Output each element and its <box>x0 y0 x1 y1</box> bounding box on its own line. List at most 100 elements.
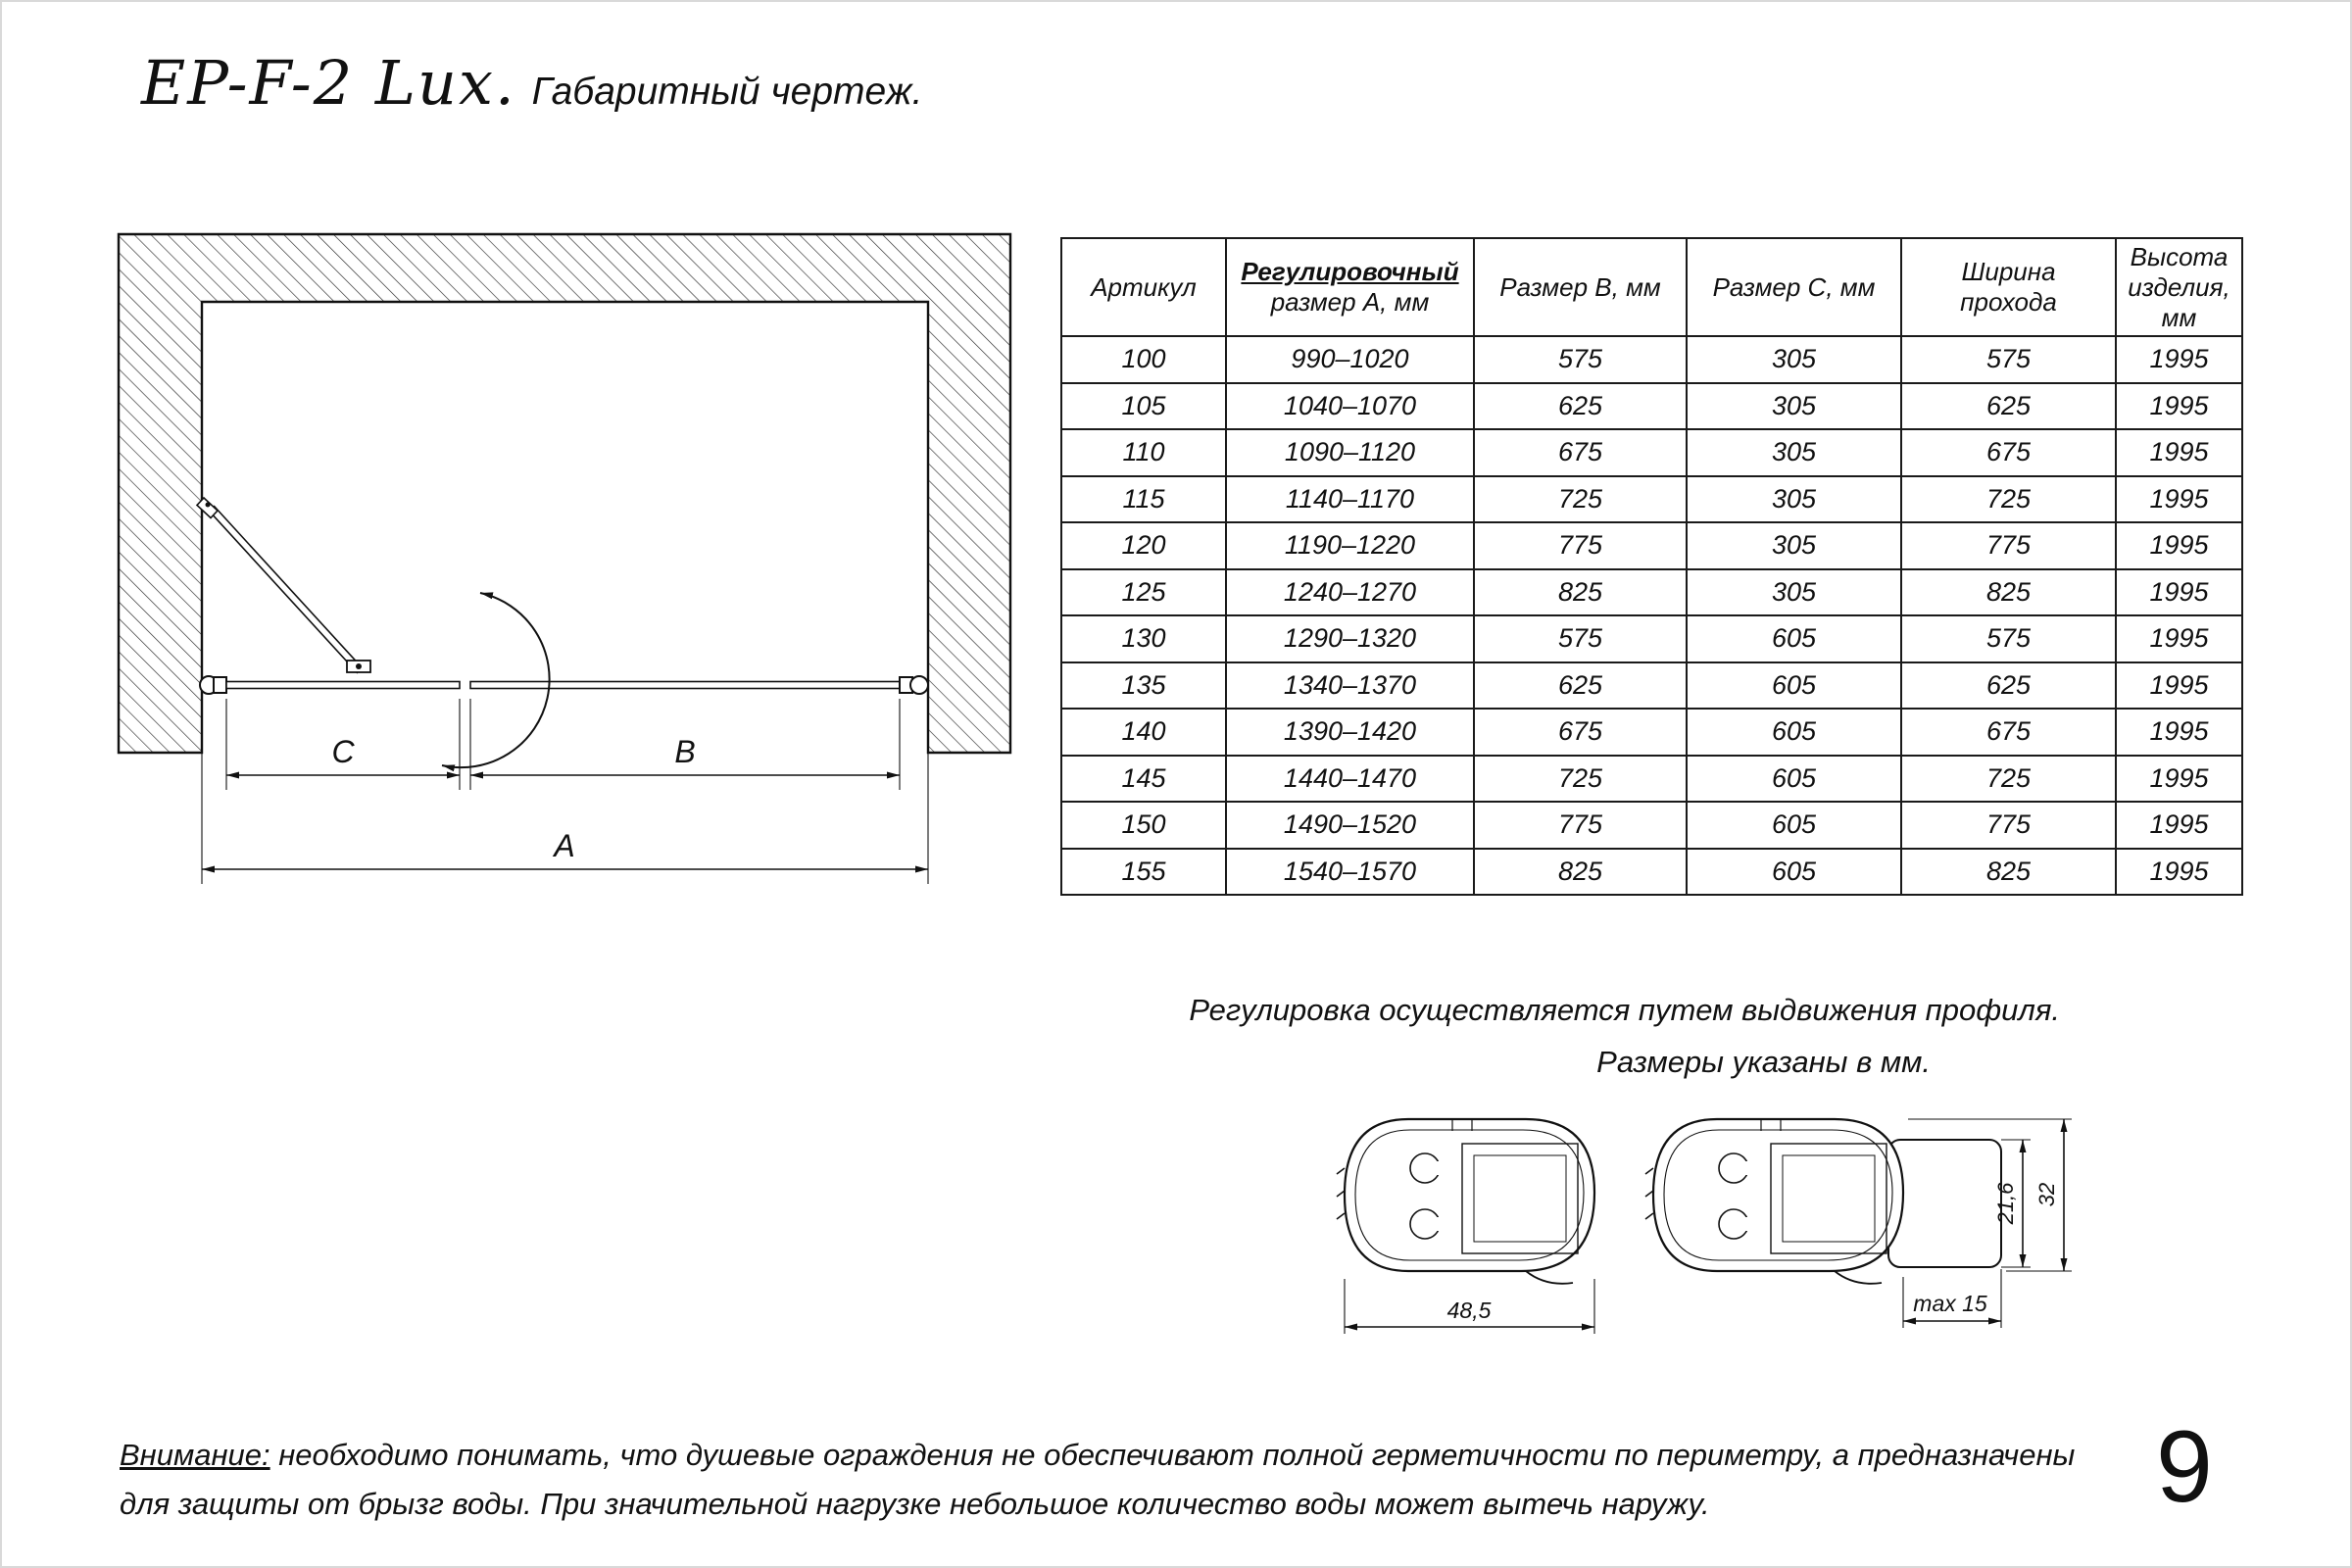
table-cell: 305 <box>1686 335 1902 384</box>
table-cell: 775 <box>1900 521 2117 570</box>
note-units: Размеры указаны в мм. <box>1596 1044 1931 1079</box>
right-wall-hinge <box>909 675 929 695</box>
table-cell: 1040–1070 <box>1225 381 1475 430</box>
door-panel-b <box>469 680 901 690</box>
table-cell: 675 <box>1900 708 2117 757</box>
col-header-size-b: Размер В, мм <box>1473 237 1688 337</box>
col-header-product-height: Высота изделия, мм <box>2115 237 2243 337</box>
table-cell: 305 <box>1686 381 1902 430</box>
table-cell: 130 <box>1060 614 1227 663</box>
note-adjustment: Регулировка осуществляется путем выдвиже… <box>1189 993 2060 1027</box>
table-cell: 775 <box>1900 801 2117 850</box>
table-cell: 1540–1570 <box>1225 847 1475 896</box>
table-cell: 625 <box>1900 381 2117 430</box>
table-cell: 605 <box>1686 614 1902 663</box>
profile-outer-height-label: 32 <box>2034 1183 2059 1206</box>
table-cell: 825 <box>1900 567 2117 616</box>
table-cell: 625 <box>1473 661 1688 710</box>
table-cell: 1995 <box>2115 661 2243 710</box>
table-cell: 775 <box>1473 801 1688 850</box>
profile-width-label: 48,5 <box>1447 1298 1492 1323</box>
table-cell: 1240–1270 <box>1225 567 1475 616</box>
table-cell: 115 <box>1060 474 1227 523</box>
table-cell: 1390–1420 <box>1225 708 1475 757</box>
notes-block: Регулировка осуществляется путем выдвиже… <box>1178 988 2060 1085</box>
col-header-size-c: Размер С, мм <box>1686 237 1902 337</box>
table-cell: 605 <box>1686 847 1902 896</box>
table-cell: 145 <box>1060 754 1227 803</box>
warning-line-2: для защиты от брызг воды. При значительн… <box>120 1486 1710 1521</box>
table-cell: 605 <box>1686 754 1902 803</box>
left-wall-profile <box>213 676 227 694</box>
table-cell: 135 <box>1060 661 1227 710</box>
table-cell: 1995 <box>2115 521 2243 570</box>
table-cell: 1995 <box>2115 567 2243 616</box>
table-cell: 110 <box>1060 428 1227 477</box>
profile-width-dim <box>1344 1279 1595 1334</box>
table-cell: 605 <box>1686 801 1902 850</box>
profile-inner-height-label: 21,6 <box>1993 1182 2018 1226</box>
table-cell: 1440–1470 <box>1225 754 1475 803</box>
table-cell: 1340–1370 <box>1225 661 1475 710</box>
door-top-bracket <box>195 496 220 519</box>
dimension-lines <box>202 771 928 873</box>
table-cell: 725 <box>1473 754 1688 803</box>
open-door-panel <box>208 505 364 674</box>
table-cell: 1490–1520 <box>1225 801 1475 850</box>
hinge-pin <box>356 663 362 669</box>
table-cell: 625 <box>1473 381 1688 430</box>
table-cell: 675 <box>1473 428 1688 477</box>
profile-section-extended <box>1644 1117 1905 1285</box>
model-name: EP-F-2 Lux. <box>141 47 516 119</box>
table-cell: 725 <box>1900 754 2117 803</box>
table-cell: 825 <box>1473 847 1688 896</box>
table-cell: 1995 <box>2115 614 2243 663</box>
bracket-pin <box>205 502 211 508</box>
dim-label-c: C <box>331 734 355 769</box>
table-cell: 1290–1320 <box>1225 614 1475 663</box>
table-cell: 825 <box>1900 847 2117 896</box>
table-cell: 725 <box>1473 474 1688 523</box>
table-cell: 575 <box>1473 614 1688 663</box>
spec-table: Артикул Регулировочный размер А, мм Разм… <box>1060 237 2243 896</box>
dim-label-a: A <box>552 828 574 863</box>
table-cell: 625 <box>1900 661 2117 710</box>
table-cell: 775 <box>1473 521 1688 570</box>
warning-note: Внимание: необходимо понимать, что душев… <box>120 1431 2080 1528</box>
table-cell: 1995 <box>2115 754 2243 803</box>
table-cell: 140 <box>1060 708 1227 757</box>
table-cell: 990–1020 <box>1225 335 1475 384</box>
table-cell: 1995 <box>2115 474 2243 523</box>
table-cell: 305 <box>1686 428 1902 477</box>
col-header-artikul: Артикул <box>1060 237 1227 337</box>
table-cell: 1995 <box>2115 335 2243 384</box>
table-cell: 1090–1120 <box>1225 428 1475 477</box>
profile-extension-dim <box>1902 1269 2002 1328</box>
table-cell: 120 <box>1060 521 1227 570</box>
page-number: 9 <box>2156 1410 2213 1524</box>
table-cell: 155 <box>1060 847 1227 896</box>
title-suffix: Габаритный чертеж. <box>531 71 923 113</box>
table-cell: 575 <box>1900 614 2117 663</box>
profile-extension <box>1887 1139 2002 1268</box>
table-cell: 1995 <box>2115 708 2243 757</box>
dim-label-b: B <box>674 734 695 769</box>
table-cell: 105 <box>1060 381 1227 430</box>
profile-sections: 48,5 max 15 <box>1336 1117 2072 1334</box>
table-cell: 100 <box>1060 335 1227 384</box>
table-cell: 150 <box>1060 801 1227 850</box>
col-header-passage-width: Ширина прохода <box>1900 237 2117 337</box>
warning-line-1: Внимание: необходимо понимать, что душев… <box>120 1438 2076 1472</box>
